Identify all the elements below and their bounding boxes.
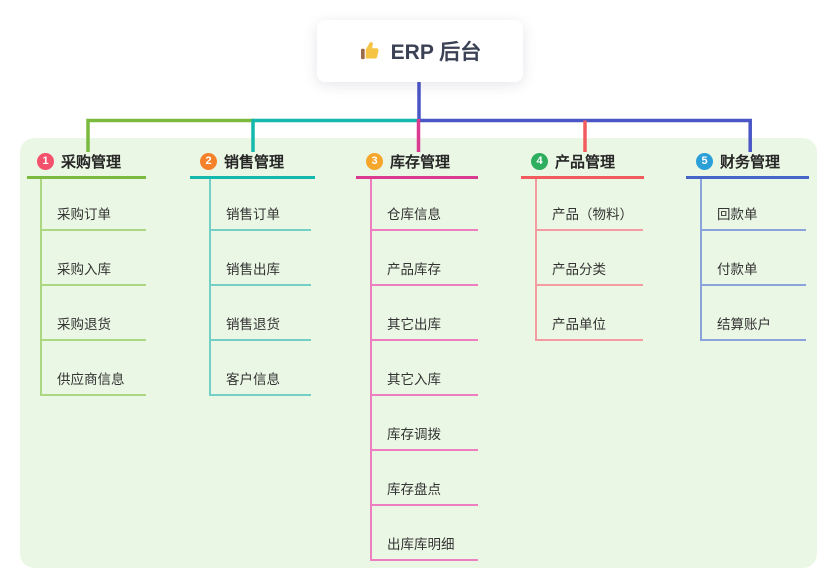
child-node[interactable]: 其它出库 — [372, 286, 478, 341]
branch-number-badge: 4 — [531, 153, 548, 170]
child-node[interactable]: 供应商信息 — [42, 341, 146, 396]
child-label: 采购入库 — [57, 262, 111, 277]
child-node[interactable]: 产品（物料） — [537, 179, 643, 231]
child-node[interactable]: 销售订单 — [211, 179, 311, 231]
child-node[interactable]: 客户信息 — [211, 341, 311, 396]
child-label: 销售出库 — [226, 262, 280, 277]
child-label: 采购退货 — [57, 317, 111, 332]
branch-heading[interactable]: 5 财务管理 — [686, 147, 809, 179]
child-node[interactable]: 采购入库 — [42, 231, 146, 286]
child-node[interactable]: 回款单 — [702, 179, 806, 231]
branch-heading[interactable]: 3 库存管理 — [356, 147, 478, 179]
child-node[interactable]: 付款单 — [702, 231, 806, 286]
child-label: 产品分类 — [552, 262, 606, 277]
child-node[interactable]: 销售出库 — [211, 231, 311, 286]
child-node[interactable]: 采购退货 — [42, 286, 146, 341]
child-label: 采购订单 — [57, 207, 111, 222]
branch-label: 库存管理 — [390, 154, 451, 171]
branch-label: 财务管理 — [720, 154, 781, 171]
branch-children: 产品（物料） 产品分类 产品单位 — [535, 179, 643, 341]
child-node[interactable]: 产品分类 — [537, 231, 643, 286]
branch-children: 回款单 付款单 结算账户 — [700, 179, 806, 341]
child-label: 结算账户 — [717, 317, 771, 332]
child-node[interactable]: 产品单位 — [537, 286, 643, 341]
branch-children: 采购订单 采购入库 采购退货 供应商信息 — [40, 179, 146, 396]
branch-number-badge: 5 — [696, 153, 713, 170]
child-label: 出库库明细 — [387, 537, 455, 552]
child-node[interactable]: 仓库信息 — [372, 179, 478, 231]
branch-children: 仓库信息 产品库存 其它出库 其它入库 库存调拨 库存盘点 出库库明细 — [370, 179, 478, 561]
child-label: 销售退货 — [226, 317, 280, 332]
child-node[interactable]: 销售退货 — [211, 286, 311, 341]
branch-label: 销售管理 — [224, 154, 285, 171]
root-title: ERP 后台 — [390, 41, 482, 64]
child-label: 付款单 — [717, 262, 758, 277]
branch-heading[interactable]: 4 产品管理 — [521, 147, 644, 179]
child-node[interactable]: 结算账户 — [702, 286, 806, 341]
child-node[interactable]: 库存调拨 — [372, 396, 478, 451]
branch-number-badge: 1 — [37, 153, 54, 170]
child-node[interactable]: 其它入库 — [372, 341, 478, 396]
child-label: 产品单位 — [552, 317, 606, 332]
child-node[interactable]: 库存盘点 — [372, 451, 478, 506]
branch-label: 采购管理 — [61, 154, 122, 171]
branch-number-badge: 3 — [366, 153, 383, 170]
root-node[interactable]: ERP 后台 — [317, 20, 523, 82]
child-node[interactable]: 出库库明细 — [372, 506, 478, 561]
child-label: 其它出库 — [387, 317, 441, 332]
branch-heading[interactable]: 2 销售管理 — [190, 147, 315, 179]
child-label: 供应商信息 — [57, 372, 125, 387]
child-label: 产品库存 — [387, 262, 441, 277]
child-label: 其它入库 — [387, 372, 441, 387]
child-label: 库存调拨 — [387, 427, 441, 442]
child-label: 回款单 — [717, 207, 758, 222]
branch-label: 产品管理 — [555, 154, 616, 171]
child-label: 客户信息 — [226, 372, 280, 387]
branch-heading[interactable]: 1 采购管理 — [27, 147, 146, 179]
child-node[interactable]: 产品库存 — [372, 231, 478, 286]
child-label: 库存盘点 — [387, 482, 441, 497]
branch-number-badge: 2 — [200, 153, 217, 170]
branch-children: 销售订单 销售出库 销售退货 客户信息 — [209, 179, 311, 396]
child-label: 仓库信息 — [387, 207, 441, 222]
branches-panel — [20, 138, 817, 568]
child-label: 产品（物料） — [552, 207, 633, 222]
child-node[interactable]: 采购订单 — [42, 179, 146, 231]
child-label: 销售订单 — [226, 207, 280, 222]
thumbs-up-icon — [359, 40, 381, 62]
